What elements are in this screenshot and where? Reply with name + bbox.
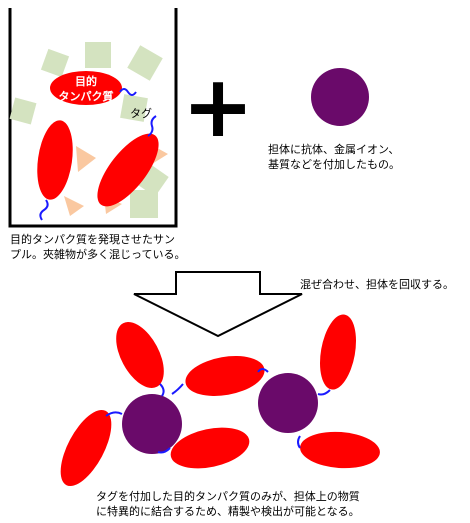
bound-protein xyxy=(320,314,356,390)
sample-caption-line1: 目的タンパク質を発現させたサン xyxy=(10,233,175,246)
tag-chain xyxy=(119,88,137,96)
result-caption-line2: に特異的に結合するため、精製や検出が可能となる。 xyxy=(96,505,360,518)
tag-chain xyxy=(157,447,171,454)
sample-caption-line2: プル。夾雑物が多く混じっている。 xyxy=(10,248,186,261)
tag-chain xyxy=(171,383,184,395)
target-protein xyxy=(37,120,73,200)
protein-label-line2: タンパク質 xyxy=(59,89,114,103)
contaminant-triangle xyxy=(76,146,96,172)
tag-chain xyxy=(39,199,49,221)
contaminant-square xyxy=(127,45,163,81)
carrier-caption-line1: 担体に抗体、金属イオン、 xyxy=(268,143,400,156)
carrier-bead xyxy=(122,394,182,454)
tag-chain xyxy=(159,383,165,397)
tag-chain xyxy=(105,411,123,417)
sample-container xyxy=(8,8,178,228)
carrier-caption: 担体に抗体、金属イオン、 基質などを付加したもの。 xyxy=(268,142,400,172)
result-caption: タグを付加した目的タンパク質のみが、担体上の物質 に特異的に結合するため、精製や… xyxy=(96,489,360,519)
tag-chain xyxy=(147,115,157,137)
bound-protein xyxy=(300,431,380,469)
bound-protein xyxy=(60,409,112,487)
tag-chain xyxy=(317,389,331,396)
contaminant-triangle xyxy=(64,196,84,216)
protein-label-line1: 目的 xyxy=(75,74,97,88)
tag-chain xyxy=(297,435,301,449)
process-arrow xyxy=(133,271,303,338)
target-protein xyxy=(97,133,159,207)
sample-caption: 目的タンパク質を発現させたサン プル。夾雑物が多く混じっている。 xyxy=(10,232,185,262)
target-protein-labeled xyxy=(50,71,122,105)
carrier-bead xyxy=(311,68,369,126)
contaminant-square xyxy=(9,97,37,125)
contaminant-square xyxy=(120,94,148,122)
carrier-bead xyxy=(258,373,318,433)
plus-sign: + xyxy=(182,57,254,157)
contaminant-square xyxy=(40,48,70,78)
bound-protein xyxy=(116,321,164,389)
bound-protein xyxy=(185,356,265,396)
tag-chain xyxy=(257,368,269,373)
carrier-caption-line2: 基質などを付加したもの。 xyxy=(268,158,400,171)
step-caption: 混ぜ合わせ、担体を回収する。 xyxy=(300,277,454,292)
result-caption-line1: タグを付加した目的タンパク質のみが、担体上の物質 xyxy=(96,490,360,503)
tag-label: タグ xyxy=(130,106,152,120)
bound-protein xyxy=(170,427,250,469)
step-caption-text: 混ぜ合わせ、担体を回収する。 xyxy=(300,278,454,291)
contaminant-square xyxy=(85,42,111,68)
